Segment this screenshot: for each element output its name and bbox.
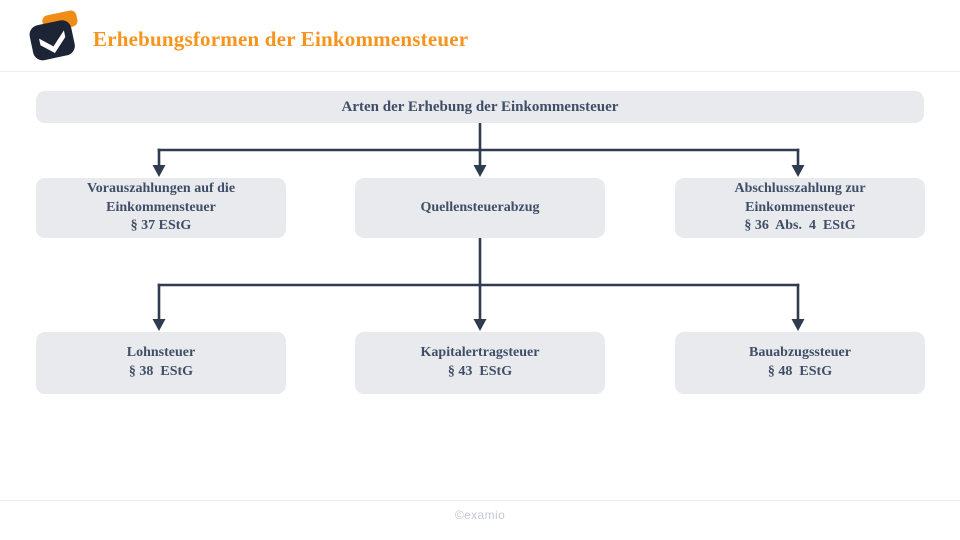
node-arten-der-erhebung: Arten der Erhebung der Einkommensteuer <box>36 91 924 123</box>
node-kapitalertragsteuer: Kapitalertragsteuer § 43 EStG <box>355 332 605 394</box>
header-divider <box>0 71 960 72</box>
node-lohnsteuer: Lohnsteuer § 38 EStG <box>36 332 286 394</box>
footer-divider <box>0 500 960 501</box>
node-vorauszahlungen: Vorauszahlungen auf die Einkommensteuer … <box>36 178 286 238</box>
header: Erhebungsformen der Einkommensteuer <box>0 0 960 72</box>
node-abschlusszahlung: Abschlusszahlung zur Einkommensteuer § 3… <box>675 178 925 238</box>
copyright: ©examio <box>454 508 506 522</box>
page-title: Erhebungsformen der Einkommensteuer <box>93 27 469 51</box>
node-bauabzugssteuer: Bauabzugssteuer § 48 EStG <box>675 332 925 394</box>
examio-logo-icon <box>28 9 82 61</box>
node-quellensteuerabzug: Quellensteuerabzug <box>355 178 605 238</box>
